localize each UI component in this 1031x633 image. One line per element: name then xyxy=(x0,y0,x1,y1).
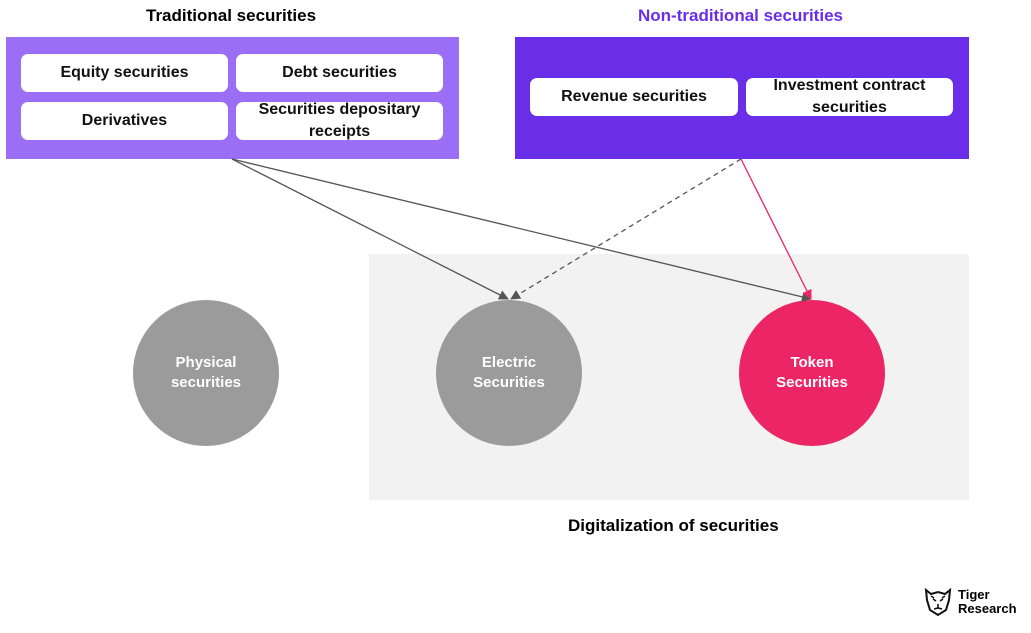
physical-securities-circle: Physical securities xyxy=(133,300,279,446)
logo-text-tiger: Tiger xyxy=(958,587,990,602)
card-derivatives: Derivatives xyxy=(21,102,228,140)
arrow-non-traditional-to-electric xyxy=(510,158,742,300)
non-traditional-title: Non-traditional securities xyxy=(638,6,843,25)
card-securities-depositary-receipts: Securities depositary receipts xyxy=(236,101,443,140)
card-equity-securities: Equity securities xyxy=(21,54,228,92)
arrow-non-traditional-to-token xyxy=(740,158,812,300)
token-securities-circle: Token Securities xyxy=(739,300,885,446)
card-investment-contract-securities: Investment contract securities xyxy=(746,77,953,116)
non-traditional-panel: Revenue securities Investment contract s… xyxy=(515,37,969,159)
traditional-title: Traditional securities xyxy=(146,6,317,25)
card-debt-securities: Debt securities xyxy=(236,54,443,92)
arrow-traditional-to-electric xyxy=(231,158,509,300)
digitalization-label: Digitalization of securities xyxy=(568,516,779,535)
tiger-head-icon xyxy=(922,586,954,618)
logo-text-research: Research xyxy=(958,601,1017,616)
arrow-traditional-to-token xyxy=(231,158,812,302)
electric-securities-circle: Electric Securities xyxy=(436,300,582,446)
tiger-research-logo: Tiger Research xyxy=(922,586,1017,618)
card-revenue-securities: Revenue securities xyxy=(530,78,738,116)
traditional-panel: Equity securities Debt securities Deriva… xyxy=(6,37,459,159)
